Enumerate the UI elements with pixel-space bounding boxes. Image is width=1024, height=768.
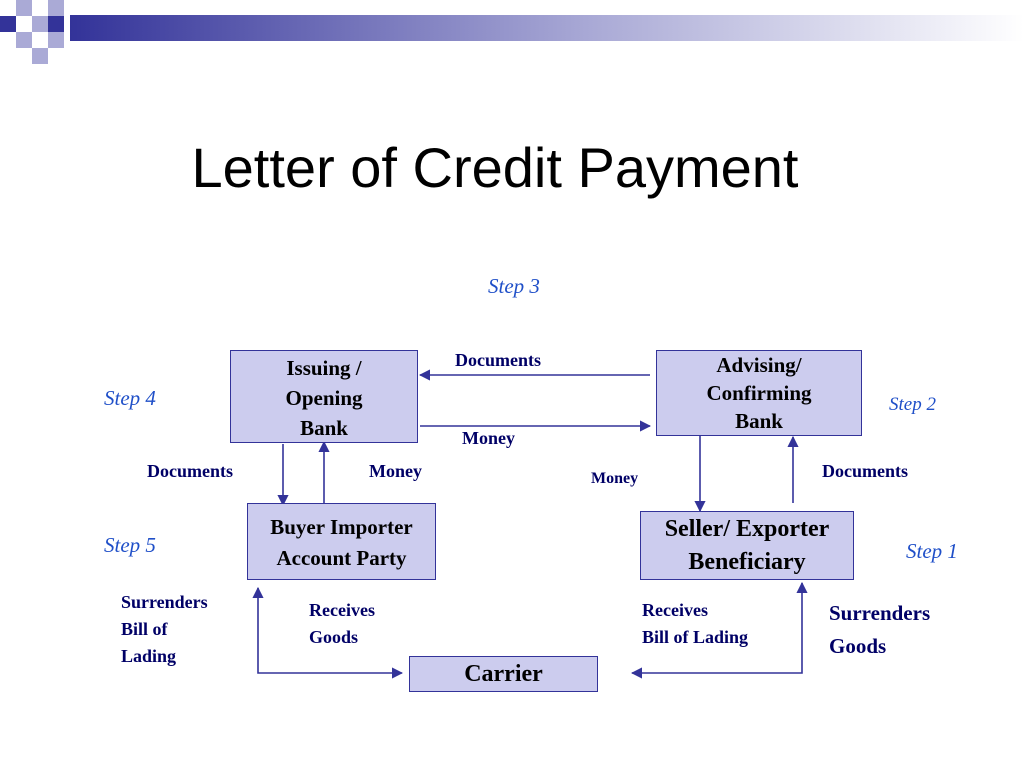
arrow-buyer-carrier-loop [252,586,404,679]
step-1-label: Step 1 [906,539,958,563]
label-line: Surrenders [121,592,208,612]
issuing-bank-line: Issuing / [286,356,362,380]
label-seller-receives-bill: Receives Bill of Lading [642,597,748,651]
label-seller-surrenders-goods: Surrenders Goods [829,597,930,663]
label-money-issuing-to-advising: Money [462,428,515,448]
seller-exporter-box: Seller/ Exporter Beneficiary [640,511,854,580]
label-documents-issuing-to-buyer: Documents [147,461,233,481]
label-line: Receives [642,600,708,620]
buyer-importer-box: Buyer Importer Account Party [247,503,436,580]
step-4-label: Step 4 [104,386,156,410]
issuing-bank-line: Opening [285,386,363,410]
label-documents-advising-to-issuing: Documents [455,350,541,370]
label-line: Goods [309,627,359,647]
issuing-bank-box: Issuing / Opening Bank [230,350,418,443]
banner-square [48,0,64,16]
banner-square [32,0,48,16]
banner-square [48,32,64,48]
slide-title: Letter of Credit Payment [191,136,799,199]
banner-square [0,16,16,32]
label-line: Bill of [121,619,168,639]
step-2-label: Step 2 [889,394,936,415]
label-buyer-receives-goods: Receives Goods [309,597,375,651]
arrow-seller-carrier-loop [630,581,808,679]
buyer-line: Buyer Importer [270,515,413,539]
label-money-buyer-to-issuing: Money [369,461,422,481]
label-documents-seller-to-advising: Documents [822,461,908,481]
label-line: Bill of Lading [642,627,749,647]
banner-square [0,0,16,16]
carrier-label: Carrier [464,661,543,687]
issuing-bank-line: Bank [300,416,348,440]
advising-bank-line: Advising/ [716,353,802,377]
seller-line: Seller/ Exporter [664,516,830,542]
banner-gradient-bar [70,15,1024,41]
carrier-box: Carrier [409,656,598,692]
label-money-advising-to-seller: Money [591,470,639,487]
slide-banner-decoration [0,0,1024,64]
banner-square [32,32,48,48]
label-line: Surrenders [829,601,931,625]
label-line: Lading [121,646,177,666]
step-5-label: Step 5 [104,533,156,557]
advising-bank-line: Confirming [706,381,812,405]
label-line: Goods [829,634,887,658]
banner-square [32,48,48,64]
banner-square [48,16,64,32]
seller-line: Beneficiary [688,549,806,575]
banner-square [16,0,32,16]
advising-bank-line: Bank [735,409,783,433]
label-buyer-surrenders-bill: Surrenders Bill of Lading [121,589,208,670]
step-3-label: Step 3 [488,274,540,298]
label-line: Receives [309,600,375,620]
banner-square [16,32,32,48]
banner-square [16,16,32,32]
buyer-line: Account Party [276,546,407,570]
advising-bank-box: Advising/ Confirming Bank [656,350,862,436]
banner-square [32,16,48,32]
